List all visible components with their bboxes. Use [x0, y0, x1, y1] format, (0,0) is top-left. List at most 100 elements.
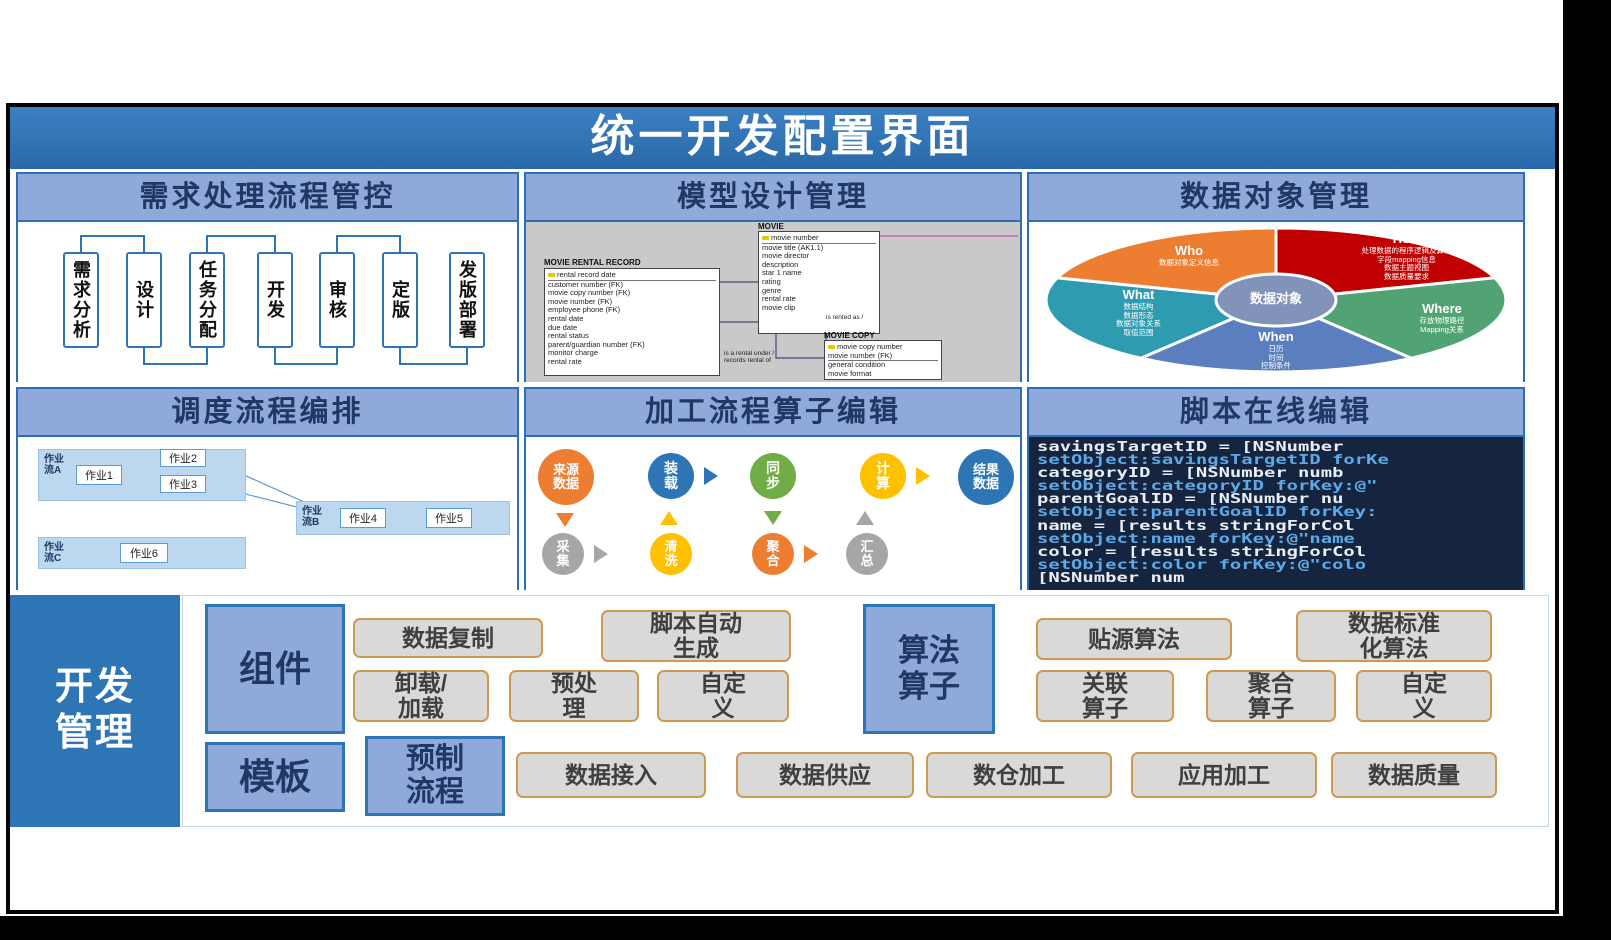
flow-step-release-deploy: 发版部署	[449, 252, 485, 348]
btn-data-supply[interactable]: 数据供应	[736, 752, 914, 798]
panel-model-design: 模型设计管理 MOVIE RENTAL RECORD rental record…	[524, 172, 1022, 382]
arrow-right-icon	[704, 467, 718, 485]
panel-script: 脚本在线编辑 savingsTargetID = [NSNumber setOb…	[1027, 387, 1525, 590]
er-field: movie number	[762, 234, 876, 244]
er-field: movie number (FK)	[828, 352, 938, 362]
job-flow-b: 作业流B	[296, 501, 510, 535]
er-field: description	[762, 260, 799, 269]
page-title: 统一开发配置界面	[10, 107, 1555, 169]
er-table-title: MOVIE	[758, 222, 784, 231]
arrow-down-icon	[764, 511, 782, 525]
node-clean: 清 洗	[650, 533, 692, 575]
wheel-slice-who: Who 数据对象定义信息	[1159, 243, 1219, 267]
flow-step-review: 审核	[319, 252, 355, 348]
job-2: 作业2	[160, 449, 206, 467]
flow-step-develop: 开发	[257, 252, 293, 348]
flow-connector-lines	[80, 235, 468, 365]
btn-data-standardize-algorithm[interactable]: 数据标准 化算法	[1296, 610, 1492, 662]
job-5: 作业5	[426, 508, 472, 528]
btn-join-operator[interactable]: 关联 算子	[1036, 670, 1174, 722]
code-line: savingsTargetID = [NSNumber	[1037, 440, 1344, 455]
er-table-title: MOVIE RENTAL RECORD	[544, 258, 641, 267]
er-field: genre	[762, 286, 782, 295]
er-field: rental date	[548, 314, 584, 323]
key-icon	[548, 273, 555, 277]
btn-data-quality[interactable]: 数据质量	[1331, 752, 1497, 798]
panel-operator-title: 加工流程算子编辑	[526, 389, 1020, 437]
er-field: customer number (FK)	[548, 280, 624, 289]
node-compute: 计 算	[860, 453, 906, 499]
group-template-label: 模板	[205, 742, 345, 812]
er-field: movie title (AK1.1)	[762, 243, 824, 252]
preset-flow-label: 预制 流程	[365, 736, 505, 816]
job-flow-b-label: 作业流B	[302, 506, 322, 528]
flow-step-label: 任务分配	[197, 260, 217, 340]
er-field: movie number (FK)	[548, 297, 613, 306]
er-field: movie format	[828, 369, 872, 378]
wheel-slice-where: Where 存放物理路径 Mapping关系	[1419, 301, 1465, 334]
group-algorithm-label: 算法 算子	[863, 604, 995, 734]
arrow-right-icon	[804, 545, 818, 563]
btn-custom-component[interactable]: 自定 义	[657, 670, 789, 722]
code-line: setObject:categoryID forKey:@"	[1037, 479, 1378, 495]
btn-unload-load[interactable]: 卸载/ 加载	[353, 670, 489, 722]
er-table-movie-rental-record: rental record date customer number (FK) …	[544, 268, 720, 376]
btn-data-ingest[interactable]: 数据接入	[516, 752, 706, 798]
er-field: rental status	[548, 332, 589, 341]
er-field: movie director	[762, 252, 810, 261]
er-field: rental rate	[762, 295, 796, 304]
er-field: movie clip	[762, 303, 796, 312]
code-line: [NSNumber num	[1037, 570, 1185, 586]
er-field: star 1 name	[762, 269, 802, 278]
code-line: color = [results stringForCol	[1037, 544, 1367, 560]
flow-step-label: 设计	[134, 280, 154, 320]
group-component-label: 组件	[205, 604, 345, 734]
er-table-title: MOVIE COPY	[824, 331, 875, 340]
wheel-center-label: 数据对象	[1249, 291, 1302, 306]
er-field: due date	[548, 323, 578, 332]
job-3: 作业3	[160, 475, 206, 493]
btn-warehouse-process[interactable]: 数仓加工	[926, 752, 1112, 798]
er-field: movie copy number	[828, 343, 938, 352]
job-6: 作业6	[120, 543, 168, 563]
code-line: setObject:parentGoalID forKey:	[1037, 505, 1378, 521]
node-aggregate: 聚 合	[752, 533, 794, 575]
flow-step-finalize: 定版	[382, 252, 418, 348]
black-right-bar	[1563, 0, 1611, 940]
btn-preprocess[interactable]: 预处 理	[509, 670, 639, 722]
btn-app-process[interactable]: 应用加工	[1131, 752, 1317, 798]
flow-step-task-assign: 任务分配	[189, 252, 225, 348]
btn-custom-algorithm[interactable]: 自定 义	[1356, 670, 1492, 722]
wheel-slice-when: When 日历 时间 控制条件	[1258, 329, 1294, 371]
er-table-movie: movie number movie title (AK1.1) movie d…	[758, 231, 880, 334]
panel-data-object: 数据对象管理 Who 数据对象定义信	[1027, 172, 1525, 382]
er-field: parent/guardian number (FK)	[548, 340, 645, 349]
node-collect: 采 集	[542, 533, 584, 575]
node-load: 装 载	[648, 453, 694, 499]
black-bottom-bar	[0, 916, 1611, 940]
panel-schedule: 调度流程编排 作业流A 作业流B 作业流C 作业1	[16, 387, 519, 590]
code-editor: savingsTargetID = [NSNumber setObject:sa…	[1029, 437, 1523, 590]
btn-script-autogen[interactable]: 脚本自动 生成	[601, 610, 791, 662]
flow-step-label: 审核	[327, 280, 347, 320]
code-line: setObject:color forKey:@"colo	[1037, 557, 1367, 573]
node-source-data: 来源 数据	[538, 449, 594, 505]
key-icon	[762, 236, 769, 240]
er-field: employee phone (FK)	[548, 306, 621, 315]
code-line: parentGoalID = [NSNumber nu	[1037, 492, 1344, 508]
node-summarize: 汇 总	[846, 533, 888, 575]
er-field: general condition	[828, 361, 886, 370]
key-icon	[828, 345, 835, 349]
btn-aggregate-operator[interactable]: 聚合 算子	[1206, 670, 1336, 722]
arrow-up-icon	[660, 511, 678, 525]
er-field: rental record date	[548, 271, 716, 281]
er-relation-label: is a rental under / records rental of	[724, 350, 775, 364]
panel-data-object-title: 数据对象管理	[1029, 174, 1523, 222]
btn-source-algorithm[interactable]: 贴源算法	[1036, 618, 1232, 660]
data-object-wheel	[1044, 226, 1508, 374]
code-line: name = [results stringForCol	[1037, 518, 1355, 534]
er-field: rental rate	[548, 357, 582, 366]
job-flow-a: 作业流A	[38, 449, 246, 501]
btn-data-copy[interactable]: 数据复制	[353, 618, 543, 658]
